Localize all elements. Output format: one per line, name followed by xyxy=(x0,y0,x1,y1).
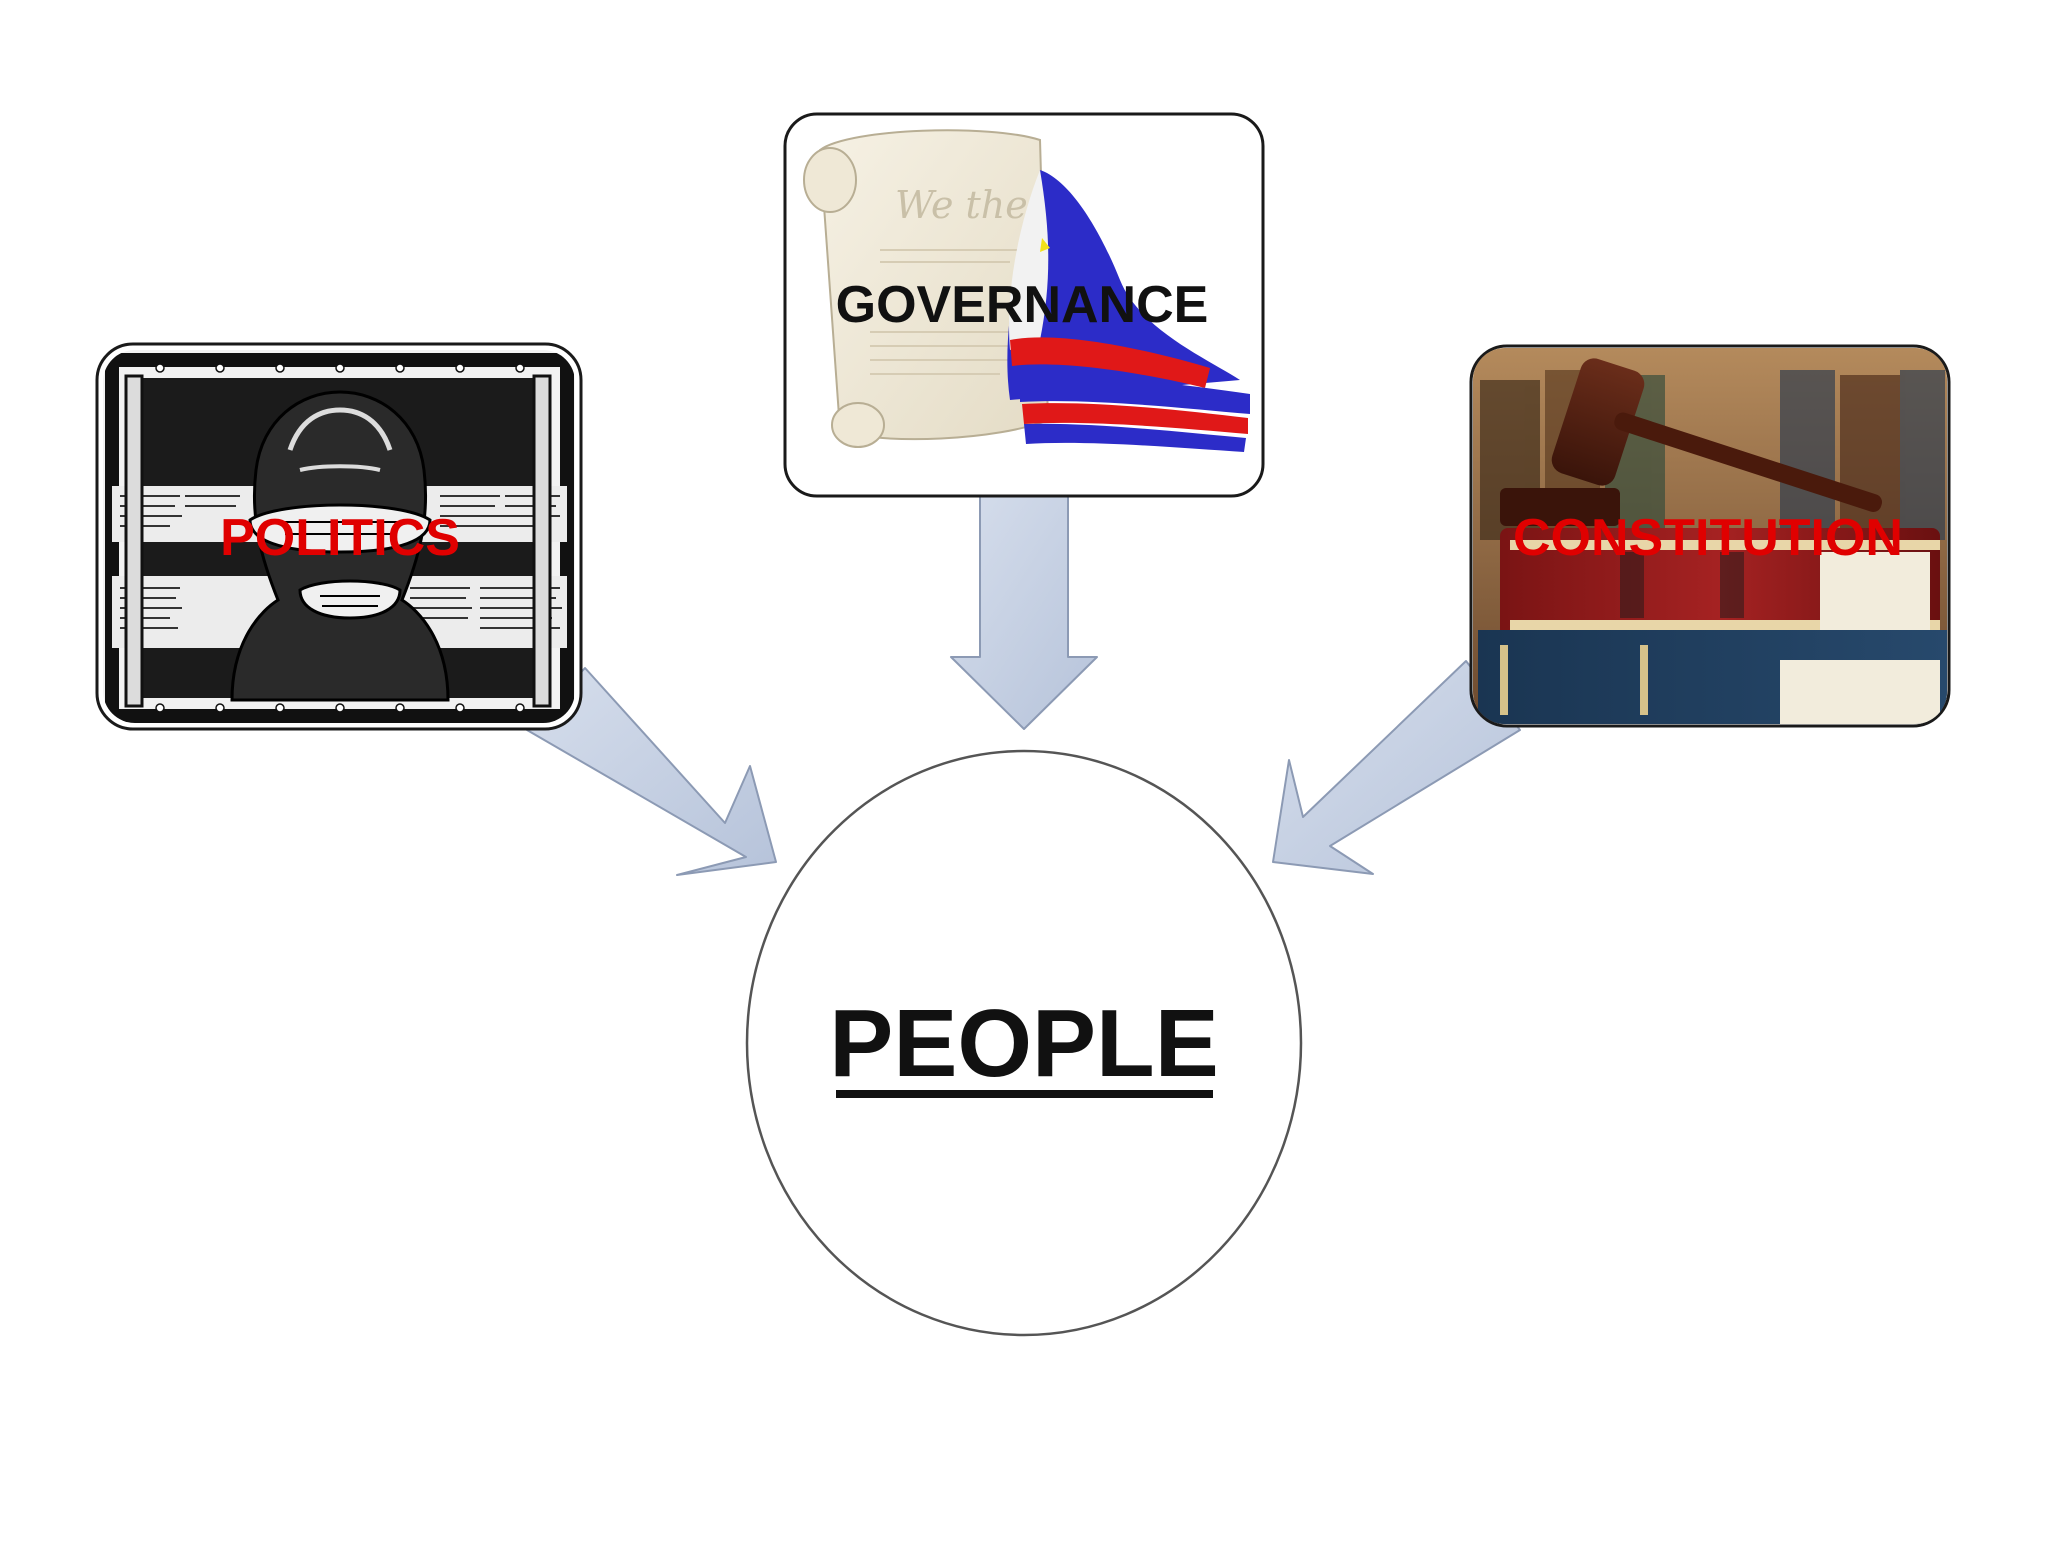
governance-image: We the xyxy=(803,129,1250,452)
arrow-politics-to-people xyxy=(526,667,777,876)
constitution-image xyxy=(1473,348,1947,724)
politics-image xyxy=(103,350,575,723)
politics-label: POLITICS xyxy=(220,509,460,567)
governance-label: GOVERNANCE xyxy=(836,276,1209,334)
scroll-heading: We the xyxy=(895,183,1028,227)
constitution-label: CONSTITUTION xyxy=(1513,509,1903,567)
node-people: PEOPLE xyxy=(745,749,1303,1337)
node-governance: We the GOVERNANCE xyxy=(783,112,1265,498)
node-constitution: CONSTITUTION xyxy=(1469,344,1951,728)
people-label-underline xyxy=(836,1090,1213,1098)
arrow-governance-to-people xyxy=(950,495,1098,730)
arrow-constitution-to-people xyxy=(1272,660,1521,875)
node-politics: POLITICS xyxy=(95,342,583,731)
people-label: PEOPLE xyxy=(829,990,1218,1097)
